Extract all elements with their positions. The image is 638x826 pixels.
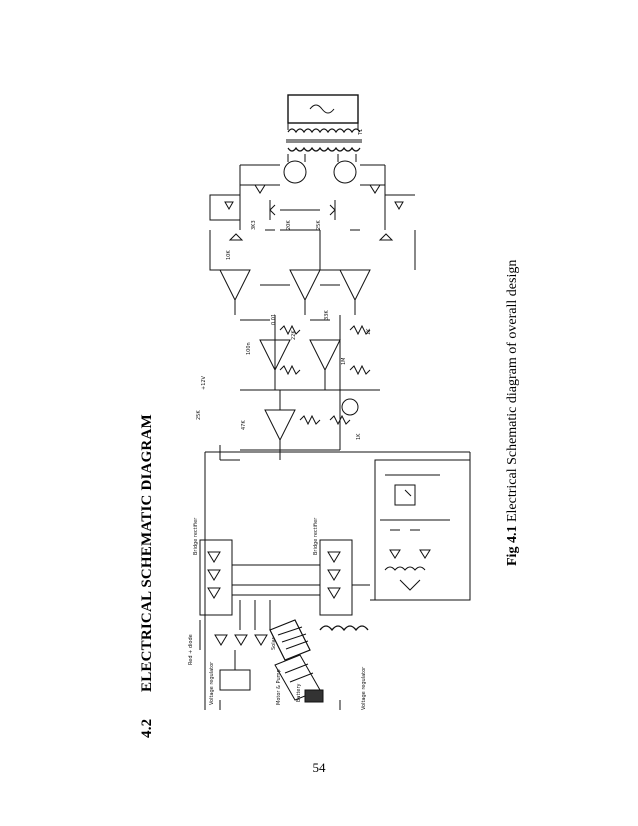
opamp-u4 bbox=[259, 339, 291, 372]
figure-caption-text: Electrical Schematic diagram of overall … bbox=[505, 259, 520, 523]
inductor-coil bbox=[319, 625, 369, 632]
transistor-q1 bbox=[283, 160, 307, 184]
label-sensor-top: Voltage regulator bbox=[209, 661, 215, 705]
label-r1k: 1K bbox=[366, 328, 372, 335]
label-solar: Solar bbox=[271, 636, 277, 650]
label-r22k: 22K bbox=[291, 330, 297, 340]
sensor-ldr bbox=[341, 398, 359, 416]
section-heading: 4.2 ELECTRICAL SCHEMATIC DIAGRAM bbox=[139, 414, 156, 738]
label-led: Red + diode bbox=[188, 634, 194, 665]
label-bridge-top: Bridge rectifier bbox=[193, 517, 199, 555]
figure-label: Fig 4.1 bbox=[505, 525, 520, 566]
label-motor: Motor & Pump bbox=[276, 669, 282, 705]
transistor-q2 bbox=[333, 160, 357, 184]
opamp-u1 bbox=[219, 269, 251, 302]
section-title: ELECTRICAL SCHEMATIC DIAGRAM bbox=[139, 414, 155, 692]
label-r10k: 10K bbox=[226, 250, 232, 260]
label-c100n: 100n bbox=[246, 342, 252, 355]
solar-panel bbox=[269, 619, 311, 661]
label-vr2: 25K bbox=[316, 220, 322, 230]
label-r3k3: 3K3 bbox=[251, 220, 257, 230]
label-t1: T1 bbox=[358, 129, 364, 136]
label-battery: Battery bbox=[296, 683, 302, 702]
opamp-u5 bbox=[309, 339, 341, 372]
opamp-u2 bbox=[289, 269, 321, 302]
transformer-coil bbox=[287, 128, 361, 134]
bridge-rectifier-bottom bbox=[319, 539, 353, 616]
label-sensor-bottom: Voltage regulator bbox=[361, 666, 367, 710]
page-number: 54 bbox=[312, 760, 326, 775]
label-r33k: 33K bbox=[324, 310, 330, 320]
label-pot: 1K bbox=[356, 433, 362, 440]
electrical-schematic-diagram: T1 25K 10K 22K 1K 47K 33K 3K3 1M +12V 0.… bbox=[188, 94, 471, 710]
charge-controller-block bbox=[374, 459, 471, 601]
bridge-rectifier-top bbox=[199, 539, 233, 616]
label-v12: +12V bbox=[201, 375, 207, 390]
label-r1m: 1M bbox=[341, 358, 347, 366]
label-r47k: 47K bbox=[241, 420, 247, 430]
lamp-load bbox=[287, 94, 359, 124]
figure-caption: Fig 4.1 Electrical Schematic diagram of … bbox=[505, 260, 521, 566]
label-vr1: 20K bbox=[286, 220, 292, 230]
battery bbox=[304, 689, 324, 703]
section-number: 4.2 bbox=[139, 718, 155, 738]
label-c01: 0.01 bbox=[271, 314, 277, 325]
opamp-u6 bbox=[264, 409, 296, 442]
label-r25k: 25K bbox=[196, 410, 202, 420]
opamp-u3 bbox=[339, 269, 371, 302]
label-bridge-bottom: Bridge rectifier bbox=[313, 517, 319, 555]
